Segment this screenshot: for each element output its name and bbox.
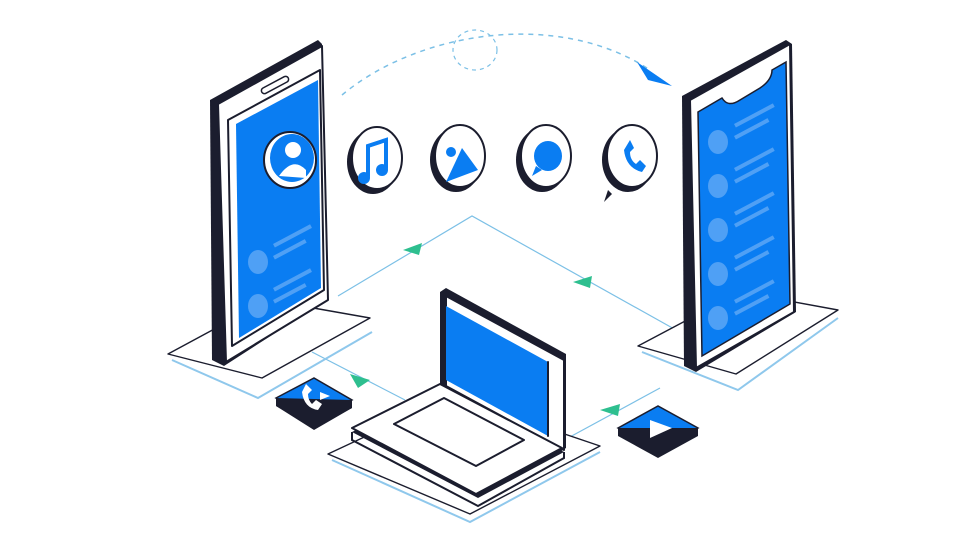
left-phone-speaker [260, 75, 290, 95]
play-icon [616, 405, 700, 458]
connector-lines [311, 215, 677, 439]
contact-icon [263, 131, 317, 189]
connector-arrow-left [403, 243, 422, 255]
connector-arrow-laptop-left [350, 374, 370, 388]
call-forward-icon [274, 377, 354, 430]
music-icon [347, 126, 403, 194]
laptop [351, 288, 566, 508]
transfer-arrow-icon [637, 62, 672, 86]
right-phone [682, 40, 796, 372]
transfer-arc [341, 29, 672, 96]
left-phone [210, 40, 329, 366]
connector-arrow-right [573, 276, 592, 288]
left-phone-list [248, 224, 312, 318]
photo-icon [430, 124, 486, 192]
message-icon [516, 124, 572, 192]
call-log-icon [602, 124, 658, 202]
right-phone-list [708, 103, 775, 330]
connector-arrow-laptop-right [600, 404, 620, 416]
